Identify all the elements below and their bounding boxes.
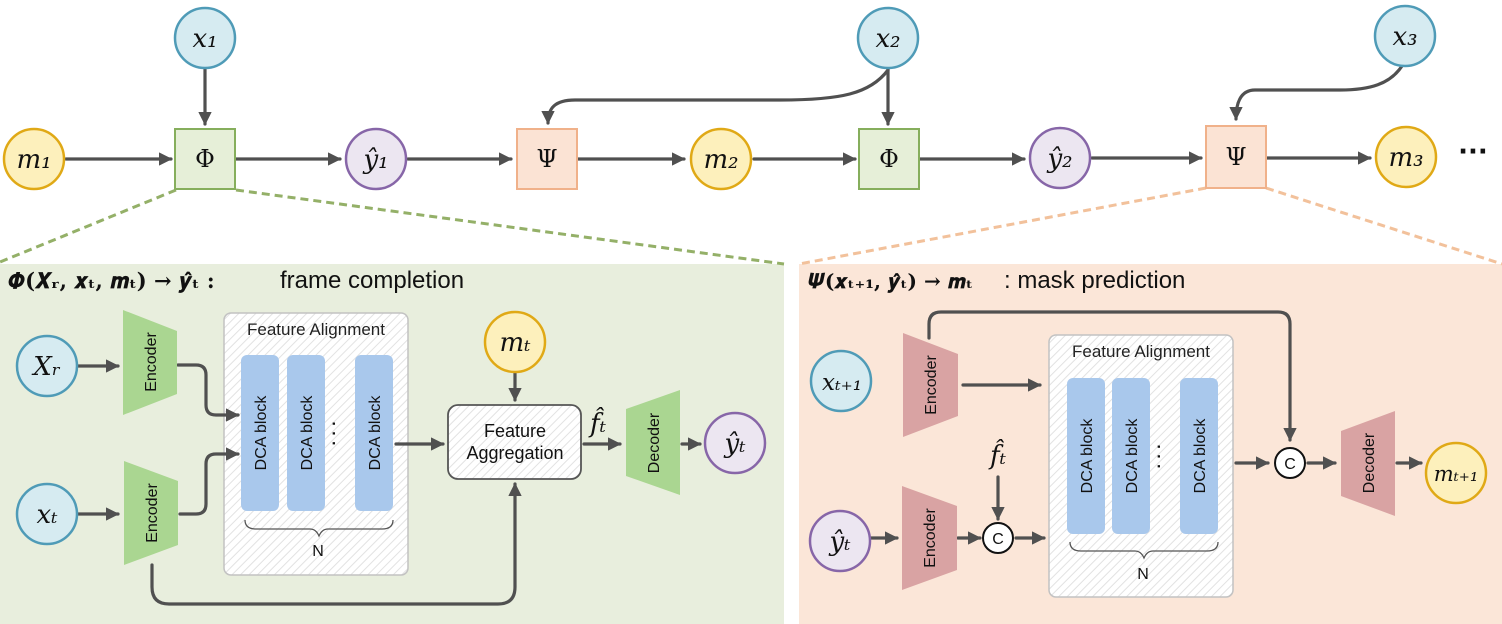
- left-dca-dots: · · ·: [326, 421, 343, 446]
- frame-completion-title: frame completion: [280, 267, 464, 294]
- psi-label-2: Ψ: [1225, 143, 1246, 171]
- left-dca-block-2: [287, 355, 325, 511]
- phi-label-2: Φ: [879, 145, 899, 173]
- feature-aggregation-line1: Feature: [484, 421, 546, 441]
- right-dca-label-1: DCA block: [1079, 418, 1096, 494]
- right-feature-ft-label: f̂ₜ: [988, 439, 1007, 471]
- yt-input-label: ŷₜ: [828, 527, 851, 557]
- mask-prediction-title: : mask prediction: [1004, 267, 1185, 294]
- psi-box-1: [516, 128, 578, 190]
- right-encoder-top: [903, 333, 958, 437]
- xt-input-circle: [15, 482, 79, 546]
- left-n-label: N: [312, 543, 324, 560]
- phi-label-1: Φ: [195, 145, 215, 173]
- right-dca-block-2: [1112, 378, 1150, 534]
- y2-circle: [1028, 126, 1092, 190]
- psi-box-2: [1205, 125, 1267, 189]
- right-dca-dots: · · ·: [1151, 444, 1168, 469]
- xr-input-circle: [15, 334, 79, 398]
- left-dca-block-1: [241, 355, 279, 511]
- concat-node-right: [1274, 447, 1306, 479]
- m1-circle: [2, 127, 66, 191]
- right-n-label: N: [1137, 566, 1149, 583]
- right-dca-block-1: [1067, 378, 1105, 534]
- xt-input-label: xₜ: [36, 500, 58, 530]
- m3-circle: [1374, 125, 1438, 189]
- y1-label: ŷ₁: [362, 145, 388, 175]
- concat-node-right-label: C: [1284, 456, 1296, 473]
- m3-label: m₃: [1388, 143, 1423, 173]
- right-encoder-bottom-label: Encoder: [922, 508, 939, 568]
- right-encoder-bottom: [902, 486, 957, 590]
- phi-box-2: [858, 128, 920, 190]
- right-decoder: [1341, 411, 1395, 516]
- x-next-input-label: xₜ₊₁: [822, 370, 862, 396]
- left-encoder-top-label: Encoder: [143, 332, 160, 392]
- feature-aggregation-box: [447, 404, 582, 480]
- m2-circle: [689, 127, 753, 191]
- left-dca-label-1: DCA block: [253, 395, 270, 471]
- left-encoder-bottom: [124, 461, 178, 565]
- right-n-brace: [1069, 541, 1219, 560]
- m-next-output-circle: [1424, 441, 1488, 505]
- left-encoder-bottom-label: Encoder: [144, 483, 161, 543]
- mt-mask-label: mₜ: [499, 328, 531, 358]
- m-next-output-label: mₜ₊₁: [1434, 462, 1479, 486]
- top-chain-arrows: [64, 64, 1404, 166]
- left-encoder-top: [123, 310, 177, 415]
- x2-circle: [856, 6, 920, 70]
- mt-mask-circle: [483, 310, 547, 374]
- m1-label: m₁: [16, 145, 51, 175]
- chain-continuation-ellipsis: ···: [1458, 137, 1488, 167]
- x3-circle: [1373, 4, 1437, 68]
- psi-zoom-line-left: [798, 186, 1207, 266]
- left-decoder: [626, 390, 680, 495]
- left-panel-arrows: [76, 359, 702, 606]
- left-dca-label-3: DCA block: [367, 395, 384, 471]
- left-dca-block-3: [355, 355, 393, 511]
- y1-circle: [344, 127, 408, 191]
- concat-node-left-label: C: [992, 531, 1004, 548]
- right-dca-label-3: DCA block: [1192, 418, 1209, 494]
- left-decoder-label: Decoder: [646, 412, 663, 473]
- left-n-brace: [244, 519, 394, 538]
- yt-output-circle: [703, 411, 767, 475]
- frame-completion-formula: 𝜱(𝑿ᵣ, 𝒙ₜ, 𝒎ₜ) → 𝒚̂ₜ :: [8, 268, 215, 294]
- left-dca-label-2: DCA block: [299, 395, 316, 471]
- x1-circle: [173, 6, 237, 70]
- feature-aggregation-line2: Aggregation: [466, 443, 563, 463]
- yt-output-label: ŷₜ: [723, 429, 746, 459]
- left-feature-alignment-title: Feature Alignment: [247, 320, 385, 339]
- phi-box-1: [174, 128, 236, 190]
- phi-zoom-line-right: [235, 188, 785, 266]
- concat-node-left: [982, 522, 1014, 554]
- phi-zoom-line-left: [0, 188, 177, 264]
- right-dca-label-2: DCA block: [1124, 418, 1141, 494]
- m2-label: m₂: [703, 145, 738, 175]
- xr-input-label: Xᵣ: [31, 352, 61, 382]
- right-feature-alignment-title: Feature Alignment: [1072, 342, 1210, 361]
- x-next-input-circle: [809, 349, 873, 413]
- left-feature-ft-label: f̂ₜ: [588, 407, 607, 439]
- x2-label: x₂: [875, 24, 900, 54]
- mask-prediction-formula: 𝜳(𝒙ₜ₊₁, 𝒚̂ₜ) → 𝒎ₜ: [808, 269, 973, 293]
- y2-label: ŷ₂: [1046, 144, 1072, 174]
- right-dca-block-3: [1180, 378, 1218, 534]
- psi-label-1: Ψ: [536, 145, 557, 173]
- right-decoder-label: Decoder: [1361, 432, 1378, 493]
- yt-input-circle: [808, 509, 872, 573]
- right-encoder-top-label: Encoder: [923, 355, 940, 415]
- psi-zoom-line-right: [1265, 186, 1502, 266]
- x3-label: x₃: [1392, 22, 1417, 52]
- right-panel-arrows: [869, 310, 1423, 545]
- x1-label: x₁: [192, 24, 217, 54]
